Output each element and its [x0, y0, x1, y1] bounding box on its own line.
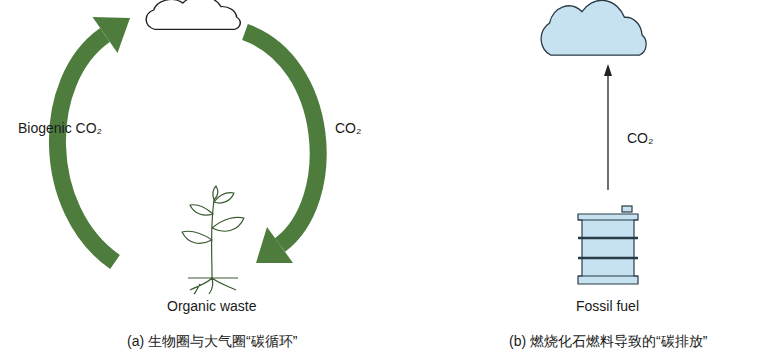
barrel-icon — [578, 206, 638, 284]
arrow-head — [93, 17, 131, 53]
sub-caption: (a) 生物圈与大气圈“碳循环” — [127, 333, 297, 350]
arrow-head — [256, 227, 293, 263]
flow-label: CO₂ — [627, 130, 653, 147]
cloud-filled — [541, 0, 646, 55]
flow-label: Biogenic CO₂ — [18, 120, 102, 137]
cycle-arrows — [57, 32, 318, 262]
icon-label: Organic waste — [167, 298, 256, 315]
icon-label: Fossil fuel — [576, 298, 639, 315]
plant-icon — [182, 186, 244, 294]
emission-arrow — [607, 74, 608, 190]
flow-label: CO₂ — [335, 120, 361, 137]
arrow-head — [604, 64, 612, 76]
sub-caption: (b) 燃烧化石燃料导致的“碳排放” — [509, 333, 707, 350]
illustration-caption: Fossil fuel — [576, 298, 639, 315]
illustration-caption: Organic waste — [167, 298, 256, 315]
cloud-outline — [146, 0, 240, 29]
